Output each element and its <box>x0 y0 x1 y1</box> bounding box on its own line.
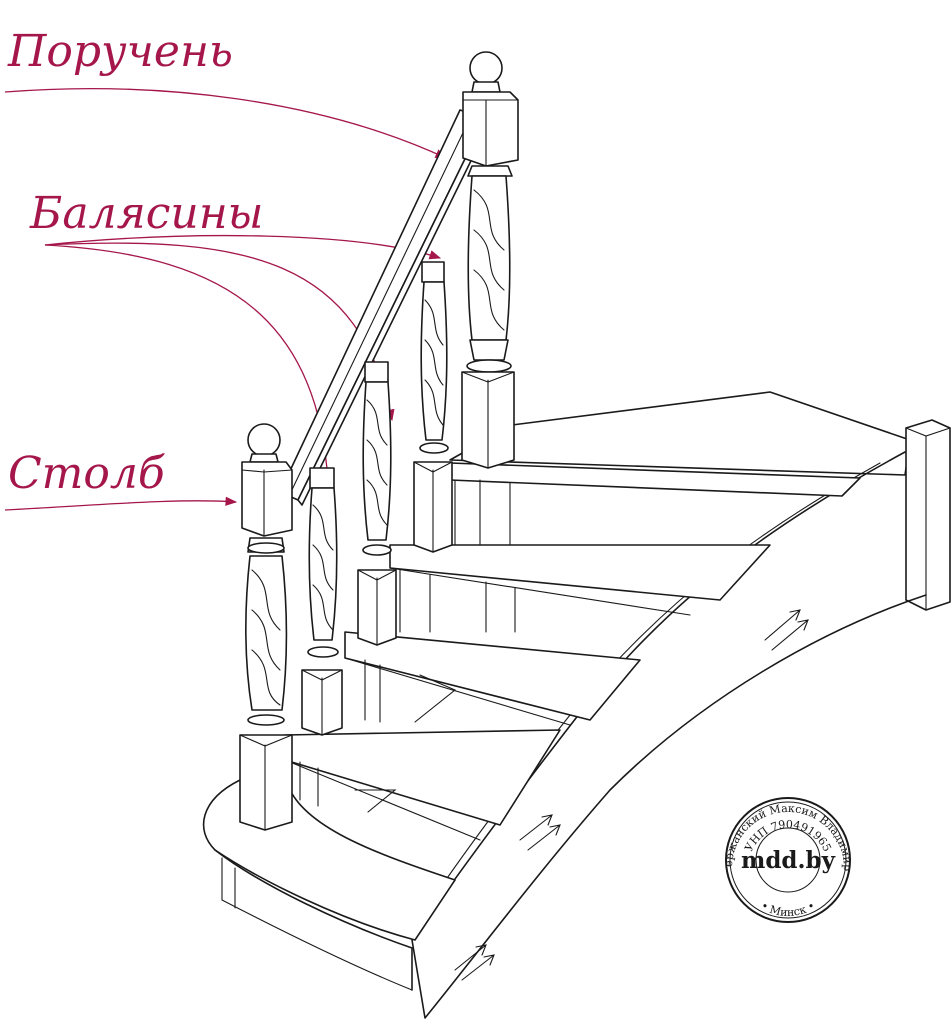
baluster-3 <box>301 467 343 736</box>
stamp-center-text: mdd.by <box>741 847 836 874</box>
landing-end-block <box>905 419 951 611</box>
handrail-arrow <box>4 88 448 159</box>
newel-post-bottom <box>239 423 293 831</box>
newel-post-top <box>461 51 519 469</box>
baluster-1 <box>413 261 453 553</box>
baluster-arrow-3 <box>44 244 334 547</box>
handrail <box>279 109 491 506</box>
stamp-bottom-text: • Минск • <box>759 899 818 919</box>
handrail-label: Поручень <box>7 26 233 77</box>
upper-landing <box>449 391 911 476</box>
post-label: Столб <box>8 448 165 499</box>
stair-structure <box>202 391 951 1019</box>
balusters-label: Балясины <box>29 188 264 239</box>
pointer-arrows <box>4 88 448 547</box>
post-arrow <box>4 496 238 511</box>
treads <box>202 462 861 991</box>
baluster-2 <box>357 361 397 646</box>
